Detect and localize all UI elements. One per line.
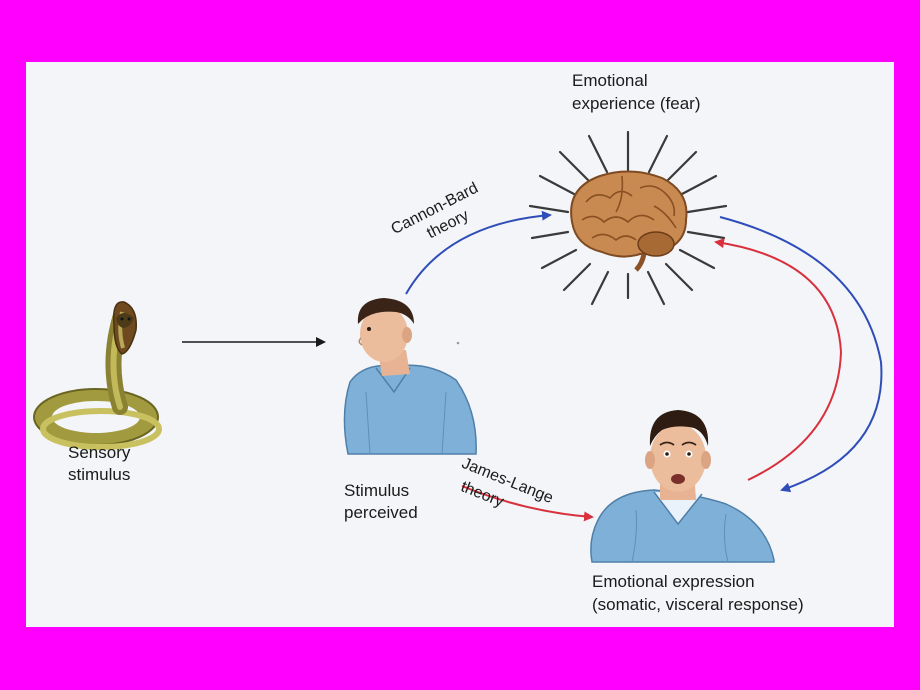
diagram-panel: Sensory stimulus Stimulus perceived Emot… [26, 62, 894, 627]
emotional-expression-label-line2: (somatic, visceral response) [592, 595, 804, 614]
emotional-experience-label-line2: experience (fear) [572, 94, 701, 113]
cannon-bard-arrow-to-body [719, 216, 883, 493]
stimulus-perceived-label-line1: Stimulus [344, 481, 410, 500]
cannon-bard-arrow-to-brain [405, 210, 552, 295]
calm-man-icon [343, 298, 477, 455]
james-lange-arrow-to-brain [714, 238, 843, 481]
emotional-expression-label-line1: Emotional expression [592, 572, 755, 591]
sensory-stimulus-label-line1: Sensory [68, 443, 131, 462]
brain-folds [581, 175, 677, 242]
james-lange-arrow-to-body [461, 485, 594, 522]
emotion-theories-diagram [33, 130, 883, 563]
radiating-lines [528, 130, 728, 306]
brain-icon [528, 130, 728, 306]
cobra-icon [33, 301, 162, 450]
sensory-stimulus-label-line2: stimulus [68, 465, 131, 484]
stimulus-perceived-label-line2: perceived [344, 503, 418, 522]
emotional-experience-label-line1: Emotional [572, 71, 648, 90]
fearful-man-icon [590, 410, 775, 563]
